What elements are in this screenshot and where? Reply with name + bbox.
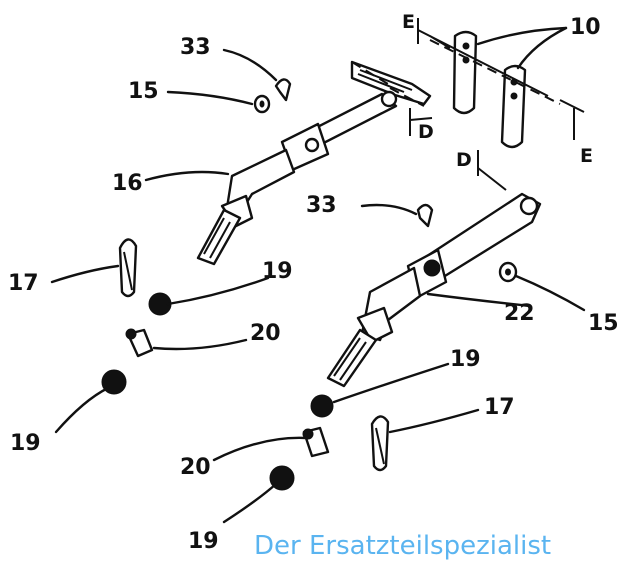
callout-15-top: 15 bbox=[128, 79, 159, 104]
callout-19-b: 19 bbox=[10, 431, 41, 456]
washer-15-top bbox=[253, 94, 271, 114]
callout-33-mid: 33 bbox=[306, 193, 337, 218]
washer-15-right bbox=[498, 261, 518, 283]
callouts: 33 15 16 10 E E D D 33 17 19 20 22 15 19… bbox=[8, 11, 619, 554]
callout-19-c: 19 bbox=[450, 347, 481, 372]
callout-19-a: 19 bbox=[262, 259, 293, 284]
bolt-20-b bbox=[302, 426, 330, 458]
hairpin-17-right bbox=[370, 415, 390, 472]
callout-15-right: 15 bbox=[588, 311, 619, 336]
leader-lines bbox=[50, 26, 586, 524]
callout-10: 10 bbox=[570, 15, 601, 40]
nut-19-c bbox=[310, 394, 334, 418]
callout-17-left: 17 bbox=[8, 271, 39, 296]
callout-20-b: 20 bbox=[180, 455, 211, 480]
label-d-lower: D bbox=[456, 149, 472, 171]
spring-clip-33-mid bbox=[416, 203, 434, 228]
label-d-upper: D bbox=[418, 121, 434, 143]
spring-clip-33-top bbox=[274, 78, 292, 102]
callout-33-top: 33 bbox=[180, 35, 211, 60]
label-e-top: E bbox=[402, 11, 415, 33]
lower-lift-arm bbox=[326, 192, 542, 388]
watermark-text: Der Ersatzteilspezialist bbox=[254, 531, 552, 561]
hairpin-17-left bbox=[118, 238, 138, 298]
callout-20-a: 20 bbox=[250, 321, 281, 346]
reference-lines bbox=[351, 18, 585, 191]
callout-19-e: 19 bbox=[188, 529, 219, 554]
callout-22: 22 bbox=[504, 301, 535, 326]
callout-17-right: 17 bbox=[484, 395, 515, 420]
callout-16: 16 bbox=[112, 171, 143, 196]
bolt-20-a bbox=[125, 328, 154, 358]
mounting-plates bbox=[452, 30, 527, 149]
upper-lift-arm bbox=[196, 60, 432, 266]
label-e-right: E bbox=[580, 145, 593, 167]
